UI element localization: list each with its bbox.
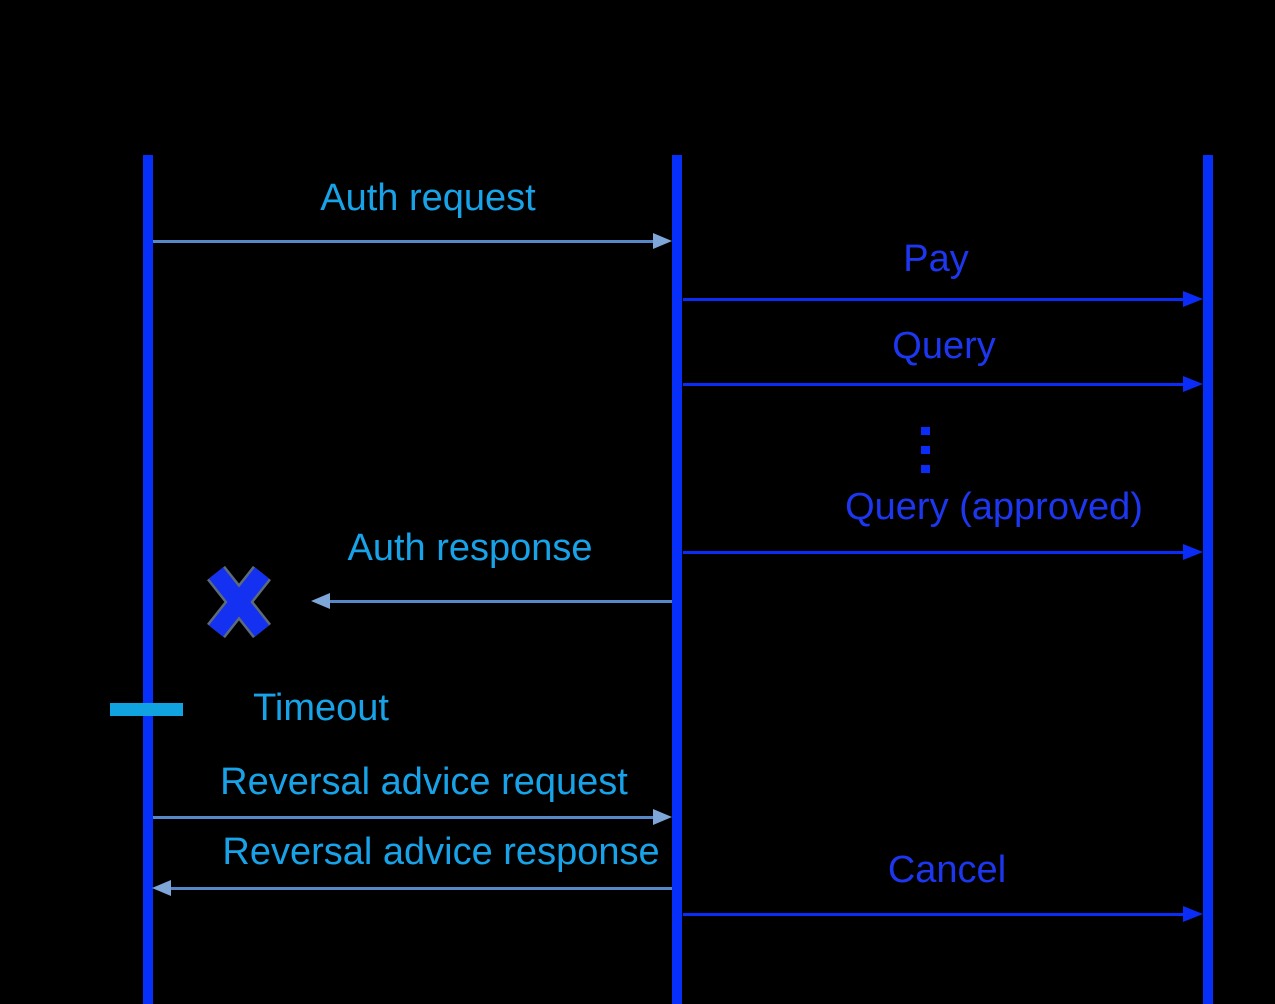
event-label-timeout: Timeout — [253, 687, 389, 729]
message-label-auth-request: Auth request — [320, 177, 536, 219]
lifeline-left — [143, 155, 153, 1004]
message-label-reversal-advice-request: Reversal advice request — [220, 761, 628, 803]
message-label-auth-response: Auth response — [347, 527, 593, 569]
message-arrow-auth-request — [153, 232, 672, 249]
lifeline-middle — [672, 155, 682, 1004]
timeout-tick-bar — [110, 703, 183, 716]
message-label-query: Query — [892, 325, 996, 367]
message-label-pay: Pay — [903, 238, 969, 280]
ellipsis-dot — [921, 427, 930, 435]
message-label-cancel: Cancel — [887, 849, 1007, 891]
lifeline-right — [1203, 155, 1213, 1004]
message-arrow-pay — [683, 290, 1203, 307]
message-arrow-query — [683, 375, 1203, 392]
lost-message-x-icon — [206, 565, 272, 639]
message-arrow-cancel — [683, 905, 1203, 922]
message-label-reversal-advice-response: Reversal advice response — [222, 831, 660, 873]
ellipsis-dot — [921, 446, 930, 454]
message-arrow-reversal-advice-response — [152, 879, 672, 896]
message-arrow-query-approved — [683, 543, 1203, 560]
ellipsis-dot — [921, 465, 930, 473]
message-label-query-approved: Query (approved) — [845, 486, 1143, 528]
message-arrow-reversal-advice-request — [153, 808, 672, 825]
vertical-ellipsis-icon — [921, 427, 930, 473]
message-arrow-auth-response — [311, 592, 672, 609]
